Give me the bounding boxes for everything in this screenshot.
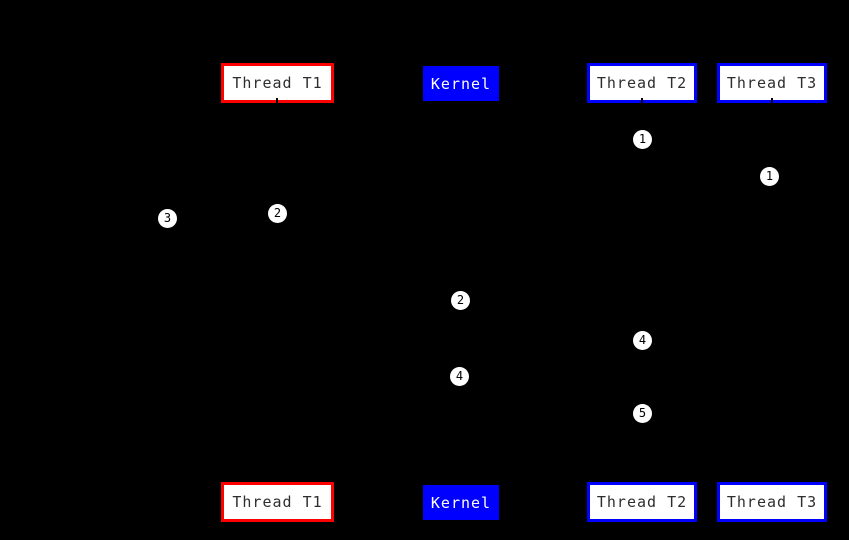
actor-box-thread-t1-bottom: Thread T1 xyxy=(221,482,334,522)
actor-label-thread-t3-top: Thread T3 xyxy=(726,74,818,92)
actor-label-thread-t2-top: Thread T2 xyxy=(596,74,688,92)
actor-box-thread-t2-bottom: Thread T2 xyxy=(587,482,697,522)
actor-box-thread-t1-top: Thread T1 xyxy=(221,63,334,103)
step-marker-label: 4 xyxy=(638,333,647,347)
lifeline-tick-thread-t3-top xyxy=(771,98,773,105)
step-marker-label: 2 xyxy=(273,206,282,220)
actor-box-thread-t3-bottom: Thread T3 xyxy=(717,482,827,522)
lifeline-tick-thread-t1-top xyxy=(276,98,278,105)
actor-box-thread-t2-top: Thread T2 xyxy=(587,63,697,103)
step-marker: 5 xyxy=(633,404,652,423)
actor-label-thread-t1-bottom: Thread T1 xyxy=(232,493,323,511)
step-marker-label: 5 xyxy=(638,406,647,420)
actor-label-kernel-bottom: Kernel xyxy=(430,493,492,512)
step-marker-label: 4 xyxy=(455,369,464,383)
actor-label-thread-t3-bottom: Thread T3 xyxy=(726,493,818,511)
actor-box-kernel-top: Kernel xyxy=(423,66,499,101)
actor-label-thread-t2-bottom: Thread T2 xyxy=(596,493,688,511)
step-marker: 2 xyxy=(268,204,287,223)
actor-box-thread-t3-top: Thread T3 xyxy=(717,63,827,103)
step-marker-label: 2 xyxy=(456,293,465,307)
step-marker: 2 xyxy=(451,291,470,310)
step-marker: 3 xyxy=(158,209,177,228)
actor-label-thread-t1-top: Thread T1 xyxy=(232,74,323,92)
step-marker: 4 xyxy=(450,367,469,386)
lifeline-tick-thread-t2-top xyxy=(641,98,643,105)
step-marker-label: 1 xyxy=(765,169,774,183)
step-marker: 1 xyxy=(760,167,779,186)
step-marker-label: 3 xyxy=(163,211,172,225)
actor-label-kernel-top: Kernel xyxy=(430,74,492,93)
step-marker: 1 xyxy=(633,130,652,149)
step-marker-label: 1 xyxy=(638,132,647,146)
step-marker: 4 xyxy=(633,331,652,350)
actor-box-kernel-bottom: Kernel xyxy=(423,485,499,520)
